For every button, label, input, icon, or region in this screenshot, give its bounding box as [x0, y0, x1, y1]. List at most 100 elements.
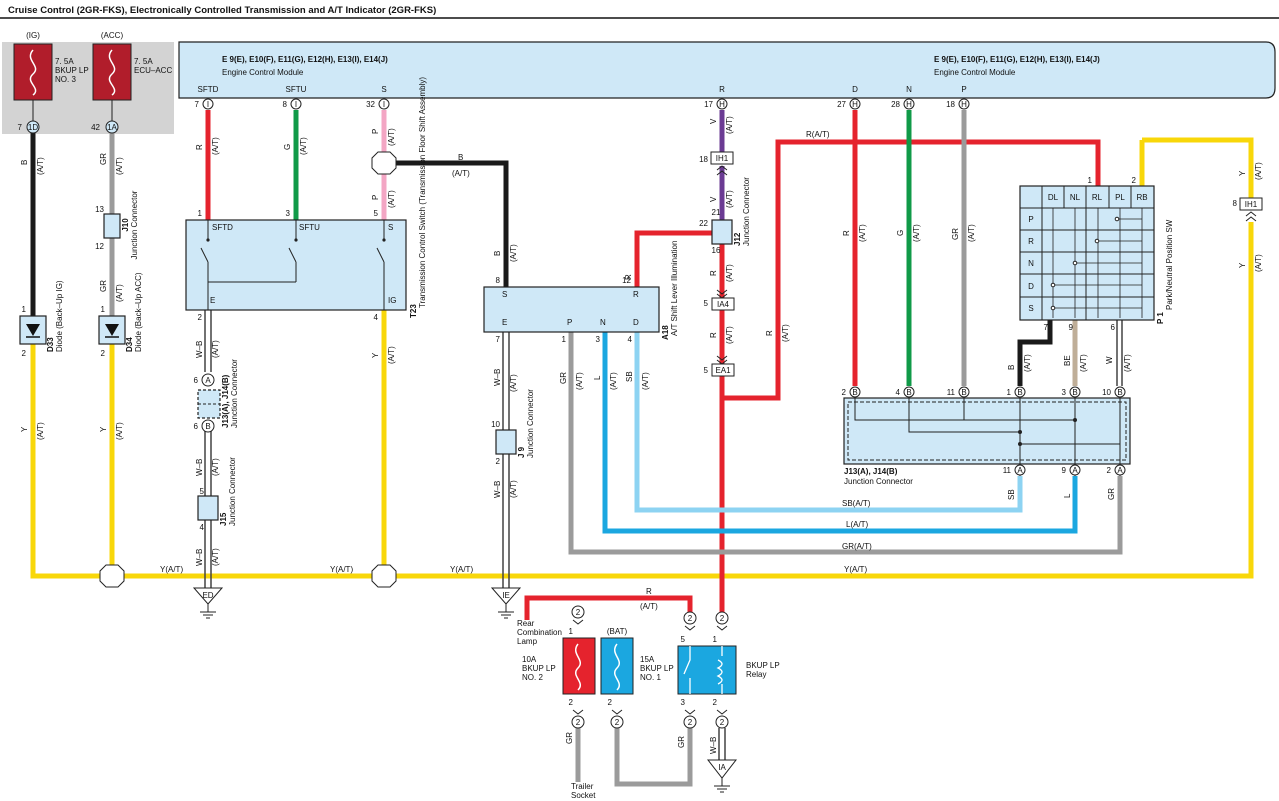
svg-text:A: A [205, 376, 211, 385]
svg-text:D34: D34 [125, 337, 134, 352]
svg-text:Y: Y [1238, 170, 1247, 176]
ground-ie: IE [490, 587, 522, 619]
svg-text:9: 9 [1069, 323, 1074, 332]
svg-text:BKUP LP: BKUP LP [522, 664, 556, 673]
svg-text:SB: SB [1007, 489, 1016, 500]
svg-text:10: 10 [491, 420, 500, 429]
svg-text:ECU–ACC: ECU–ACC [134, 66, 172, 75]
svg-text:7: 7 [195, 100, 200, 109]
wire-labels-left: B (A/T) GR (A/T) GR (A/T) Y (A/T) Y (A/T… [20, 153, 124, 440]
svg-text:5: 5 [200, 487, 205, 496]
svg-text:W–B: W–B [195, 459, 204, 476]
ecm-terminals: SFTD SFTU S R D N P [198, 85, 967, 94]
svg-text:(A/T): (A/T) [640, 602, 658, 611]
svg-text:J 9: J 9 [517, 446, 526, 458]
svg-text:J15: J15 [219, 512, 228, 526]
fuse-bkup-lp-no1: (BAT) 15A BKUP LP NO. 1 2 2 [600, 627, 674, 729]
svg-text:(A/T): (A/T) [1023, 354, 1032, 372]
svg-text:Junction Connector: Junction Connector [844, 477, 913, 486]
svg-text:A: A [1117, 466, 1123, 475]
svg-text:D: D [1028, 282, 1034, 291]
svg-text:1: 1 [562, 335, 567, 344]
svg-text:R: R [624, 274, 633, 280]
svg-text:Relay: Relay [746, 670, 766, 679]
svg-text:(A/T): (A/T) [1254, 162, 1263, 180]
svg-text:P: P [371, 129, 380, 134]
wire-labels-a18: B (A/T) R W–B (A/T) W–B (A/T) GR (A/T) L… [493, 244, 650, 498]
svg-text:4: 4 [200, 523, 205, 532]
svg-text:Socket: Socket [571, 791, 596, 800]
ecm-term-sftu: SFTU [286, 85, 307, 94]
svg-text:Diode (Back–Up IG): Diode (Back–Up IG) [55, 280, 64, 352]
svg-text:P 1: P 1 [1156, 312, 1165, 324]
svg-text:L: L [1063, 493, 1072, 498]
svg-text:S: S [502, 290, 507, 299]
park-neutral-position-switch-p1: DL NL RL PL RB P R N D S 1 2 7 9 6 P 1 P… [1019, 176, 1174, 332]
svg-text:Junction Connector: Junction Connector [230, 359, 239, 428]
wire-labels-t23: R (A/T) G (A/T) P (A/T) P (A/T) W–B (A/T… [195, 128, 396, 566]
svg-text:R: R [709, 270, 718, 276]
svg-text:12: 12 [95, 242, 104, 251]
svg-text:SFTD: SFTD [212, 223, 233, 232]
svg-text:N: N [1028, 259, 1034, 268]
splice-point-ig [371, 564, 397, 588]
svg-text:T23: T23 [409, 304, 418, 318]
wire-labels-bottom: SB L GR SB(A/T) L(A/T) GR(A/T) R (A/T) G… [565, 488, 1116, 754]
svg-text:IA: IA [718, 763, 726, 772]
svg-text:(A/T): (A/T) [387, 346, 396, 364]
svg-text:Diode (Back–Up ACC): Diode (Back–Up ACC) [134, 272, 143, 352]
svg-text:2: 2 [713, 698, 718, 707]
svg-text:J10: J10 [121, 218, 130, 232]
svg-text:Transmission Control Switch (T: Transmission Control Switch (Transmissio… [418, 77, 427, 308]
svg-text:18: 18 [699, 155, 708, 164]
svg-text:SB: SB [625, 371, 634, 382]
svg-text:(A/T): (A/T) [858, 224, 867, 242]
fuse-bkup-lp-no2: 1 10A BKUP LP NO. 2 2 2 [522, 627, 596, 729]
svg-text:Trailer: Trailer [571, 782, 594, 791]
junction-connector-j15: 5 4 J15 Junction Connector [197, 457, 237, 532]
svg-text:I: I [295, 100, 297, 109]
svg-text:B: B [493, 251, 502, 256]
svg-text:1D: 1D [28, 123, 38, 132]
svg-text:27: 27 [837, 100, 846, 109]
svg-text:6: 6 [194, 376, 199, 385]
junction-connector-j10: 13 12 J10 Junction Connector [95, 190, 139, 259]
svg-text:5: 5 [681, 635, 686, 644]
svg-text:W–B: W–B [709, 737, 718, 754]
svg-text:(A/T): (A/T) [725, 264, 734, 282]
svg-text:Junction Connector: Junction Connector [130, 190, 139, 259]
svg-text:15A: 15A [640, 655, 655, 664]
junction-connector-j13-small: 6 A 6 B J13(A), J14(B) Junction Connecto… [194, 359, 239, 433]
svg-text:2: 2 [576, 608, 581, 617]
splice-point-s [371, 151, 397, 175]
svg-text:8: 8 [496, 276, 501, 285]
svg-text:J13(A), J14(B): J13(A), J14(B) [221, 374, 230, 428]
fuse-bkup-lp-no3: (IG) 7. 5A BKUP LP NO. 3 7 1D [13, 31, 89, 134]
svg-text:8: 8 [283, 100, 288, 109]
svg-text:1: 1 [569, 627, 574, 636]
svg-text:7. 5A: 7. 5A [134, 57, 153, 66]
splice-point-acc [99, 564, 125, 588]
svg-text:6: 6 [1111, 323, 1116, 332]
backup-lamp-relay: 2 2 5 1 BKUP LP Relay 3 2 2 2 [677, 611, 780, 729]
svg-text:(A/T): (A/T) [725, 326, 734, 344]
svg-text:5: 5 [704, 299, 709, 308]
svg-text:Y(A/T): Y(A/T) [450, 565, 473, 574]
svg-text:(A/T): (A/T) [575, 372, 584, 390]
svg-text:B: B [205, 422, 210, 431]
svg-text:R: R [709, 332, 718, 338]
svg-text:R: R [842, 230, 851, 236]
svg-text:IA4: IA4 [717, 300, 730, 309]
svg-text:B: B [1117, 388, 1122, 397]
svg-text:V: V [709, 118, 718, 124]
svg-text:R: R [646, 587, 652, 596]
svg-text:(A/T): (A/T) [1254, 254, 1263, 272]
svg-text:B: B [1007, 365, 1016, 370]
svg-text:Park/Neutral Position SW: Park/Neutral Position SW [1165, 219, 1174, 310]
svg-text:(A/T): (A/T) [1079, 354, 1088, 372]
svg-text:IH1: IH1 [1245, 200, 1258, 209]
svg-text:D33: D33 [46, 337, 55, 352]
wire-skyblue-sb [634, 332, 1023, 513]
svg-text:3: 3 [286, 209, 291, 218]
svg-text:E: E [502, 318, 507, 327]
